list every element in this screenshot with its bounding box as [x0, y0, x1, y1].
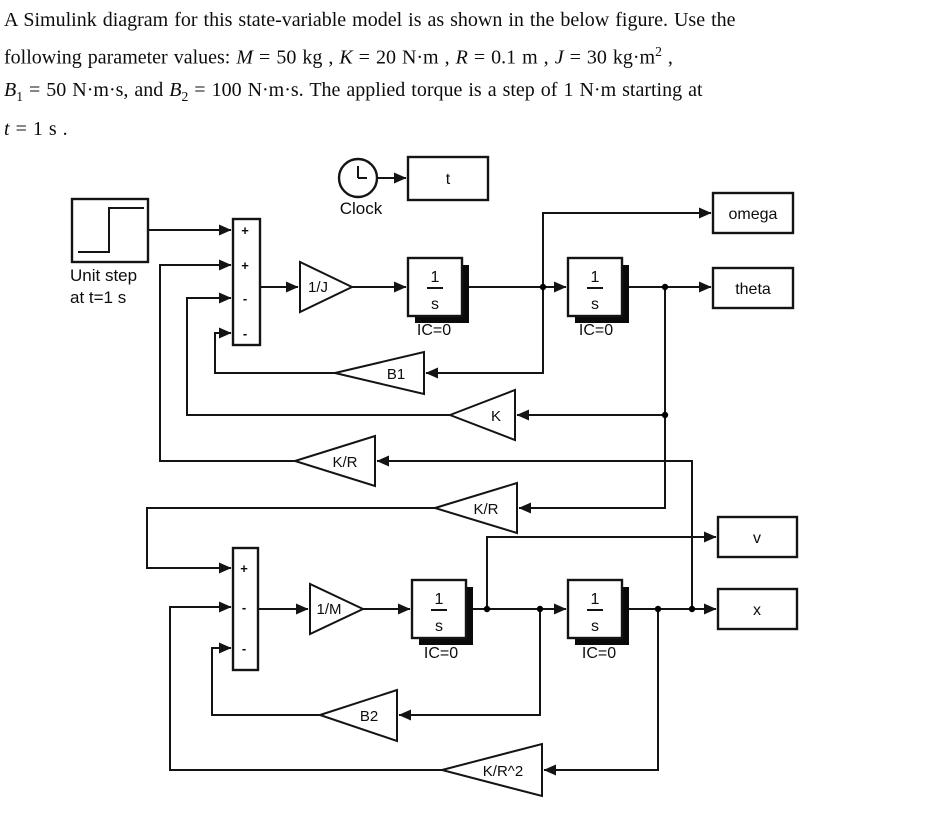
- integrator-4[interactable]: 1 s IC=0: [566, 578, 629, 662]
- integrator3-numerator: 1: [435, 591, 444, 608]
- gain-b1-label: B1: [387, 366, 405, 383]
- sum1-sign-3: -: [243, 291, 247, 306]
- gain-k-over-r-mid[interactable]: K/R: [431, 481, 518, 535]
- step-waveform-icon: [78, 207, 144, 253]
- integrator3-ic-label: IC=0: [424, 645, 458, 662]
- wire-omega-to-b1: [425, 287, 544, 379]
- gain-inv-mass[interactable]: 1/M: [309, 582, 366, 636]
- statement-line: A Simulink diagram for this state-variab…: [4, 9, 736, 31]
- gain-inv-inertia-label: 1/J: [308, 279, 328, 296]
- output-theta-block[interactable]: theta: [711, 266, 795, 310]
- integrator2-numerator: 1: [591, 269, 600, 286]
- gain-k-over-r-squared[interactable]: K/R^2: [438, 742, 543, 798]
- wire-x-to-krsq: [543, 609, 659, 776]
- unit-step-block[interactable]: Unit step at t=1 s: [70, 197, 150, 307]
- clock-block[interactable]: Clock: [337, 157, 383, 218]
- integrator-1[interactable]: 1 s IC=0: [406, 256, 469, 339]
- integrator-3[interactable]: 1 s IC=0: [410, 578, 473, 662]
- gain-k[interactable]: K: [447, 388, 516, 442]
- wire-krsq-to-sum2: [169, 601, 442, 771]
- unit-step-label-line1: Unit step: [70, 266, 137, 285]
- unit-step-label-line2: at t=1 s: [70, 288, 126, 307]
- sum-block-rotational[interactable]: + + - -: [231, 217, 262, 347]
- output-theta-label: theta: [735, 281, 771, 298]
- wire-kr-mid-to-sum2: [146, 507, 435, 574]
- wire-x-to-kr-top: [376, 455, 693, 609]
- integrator2-ic-label: IC=0: [579, 322, 613, 339]
- junction-dot: [688, 605, 696, 613]
- statement-line: B1 = 50 N·m·s, and B2 = 100 N·m·s. The a…: [4, 78, 703, 104]
- output-v-block[interactable]: v: [716, 515, 799, 559]
- gain-k-over-r-top[interactable]: K/R: [291, 434, 376, 488]
- wire-omega-branch: [542, 207, 712, 287]
- wire-k-to-sum1: [186, 292, 450, 416]
- junction-dot: [539, 283, 547, 291]
- wire-v-to-b2: [398, 609, 541, 721]
- gain-inv-mass-label: 1/M: [316, 601, 341, 618]
- gain-k-over-r-squared-label: K/R^2: [483, 763, 523, 780]
- gain-k-over-r-top-label: K/R: [332, 454, 357, 471]
- integrator4-ic-label: IC=0: [582, 645, 616, 662]
- to-workspace-t-block[interactable]: t: [406, 155, 490, 202]
- clock-label: Clock: [340, 199, 383, 218]
- integrator-2[interactable]: 1 s IC=0: [566, 256, 629, 339]
- integrator4-numerator: 1: [591, 591, 600, 608]
- sum2-sign-3: -: [242, 641, 246, 656]
- wire-b1-to-sum1: [214, 327, 335, 374]
- junction-dot: [661, 283, 669, 291]
- sum2-sign-2: -: [242, 600, 246, 615]
- integrator1-numerator: 1: [431, 269, 440, 286]
- wire-kr-top-to-sum1: [159, 259, 295, 462]
- statement-line: following parameter values: M = 50 kg , …: [4, 44, 673, 69]
- problem-statement: A Simulink diagram for this state-variab…: [4, 4, 920, 145]
- gain-b1[interactable]: B1: [334, 350, 425, 396]
- junction-dot: [661, 411, 669, 419]
- output-omega-block[interactable]: omega: [711, 191, 795, 235]
- output-v-label: v: [753, 530, 761, 547]
- wire-theta-to-kr-mid: [518, 287, 666, 514]
- gain-inv-inertia[interactable]: 1/J: [299, 260, 355, 314]
- integrator2-denominator: s: [591, 296, 599, 313]
- statement-line: t = 1 s .: [4, 117, 68, 140]
- gain-b2[interactable]: B2: [316, 688, 398, 743]
- gain-k-label: K: [491, 408, 501, 425]
- sum1-sign-1: +: [241, 223, 249, 238]
- junction-dot: [483, 605, 491, 613]
- output-x-block[interactable]: x: [716, 587, 799, 631]
- sum-block-translational[interactable]: + - -: [231, 546, 260, 672]
- wire-v-branch: [486, 531, 717, 609]
- junction-dot: [536, 605, 544, 613]
- sum2-sign-1: +: [240, 561, 248, 576]
- integrator4-denominator: s: [591, 618, 599, 635]
- output-x-label: x: [753, 602, 761, 619]
- junction-dot: [654, 605, 662, 613]
- integrator1-denominator: s: [431, 296, 439, 313]
- wire-b2-to-sum2: [211, 642, 320, 716]
- gain-k-over-r-mid-label: K/R: [473, 501, 498, 518]
- sum1-sign-4: -: [243, 326, 247, 341]
- sum1-sign-2: +: [241, 258, 249, 273]
- output-omega-label: omega: [729, 206, 778, 223]
- t-block-label: t: [446, 171, 451, 188]
- integrator3-denominator: s: [435, 618, 443, 635]
- integrator1-ic-label: IC=0: [417, 322, 451, 339]
- gain-b2-label: B2: [360, 708, 378, 725]
